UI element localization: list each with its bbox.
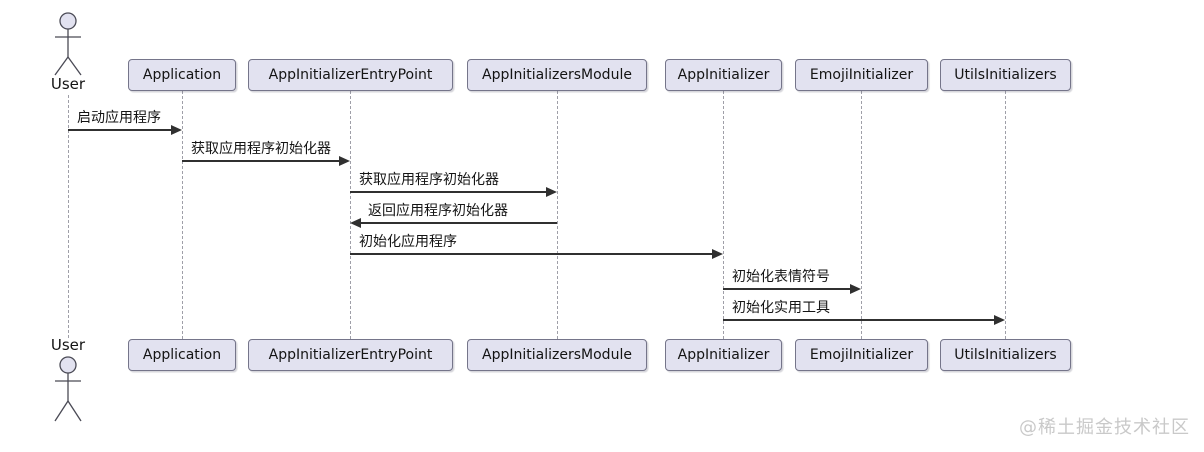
participant-box-application-top: Application — [128, 59, 236, 91]
participant-box-emojiinitializer-top: EmojiInitializer — [795, 59, 928, 91]
message-label-5: 初始化表情符号 — [732, 269, 830, 285]
lifeline-emojiinitializer — [861, 91, 862, 339]
participant-box-utilsinitializers-top: UtilsInitializers — [940, 59, 1071, 91]
participant-box-appinitializerentrypoint-top: AppInitializerEntryPoint — [248, 59, 453, 91]
participant-box-appinitializersmodule-bottom: AppInitializersModule — [467, 339, 647, 371]
message-arrowhead-6 — [994, 315, 1005, 325]
message-line-4 — [350, 253, 714, 255]
actor-stick-figure-top — [54, 12, 82, 76]
lifeline-user — [68, 95, 69, 338]
message-label-3: 返回应用程序初始化器 — [368, 203, 508, 219]
lifeline-appinitializer — [723, 91, 724, 339]
message-line-6 — [723, 319, 996, 321]
message-arrowhead-4 — [712, 249, 723, 259]
message-arrowhead-3 — [350, 218, 361, 228]
message-label-1: 获取应用程序初始化器 — [191, 141, 331, 157]
message-line-5 — [723, 288, 852, 290]
lifeline-application — [182, 91, 183, 339]
participant-box-appinitializer-bottom: AppInitializer — [665, 339, 782, 371]
participant-box-appinitializer-top: AppInitializer — [665, 59, 782, 91]
message-line-0 — [68, 129, 173, 131]
lifeline-utilsinitializers — [1005, 91, 1006, 339]
message-arrowhead-1 — [339, 156, 350, 166]
watermark: @稀土掘金技术社区 — [1019, 417, 1190, 438]
participant-box-appinitializersmodule-top: AppInitializersModule — [467, 59, 647, 91]
participant-box-emojiinitializer-bottom: EmojiInitializer — [795, 339, 928, 371]
message-line-3 — [359, 222, 557, 224]
participant-box-application-bottom: Application — [128, 339, 236, 371]
actor-stick-figure-bottom — [54, 356, 82, 422]
participant-box-utilsinitializers-bottom: UtilsInitializers — [940, 339, 1071, 371]
message-arrowhead-0 — [171, 125, 182, 135]
participant-box-appinitializerentrypoint-bottom: AppInitializerEntryPoint — [248, 339, 453, 371]
message-label-0: 启动应用程序 — [77, 110, 161, 126]
message-arrowhead-5 — [850, 284, 861, 294]
actor-label-top: User — [50, 75, 86, 93]
message-label-4: 初始化应用程序 — [359, 234, 457, 250]
message-arrowhead-2 — [546, 187, 557, 197]
lifeline-appinitializersmodule — [557, 91, 558, 339]
message-line-1 — [182, 160, 341, 162]
actor-label-bottom: User — [50, 336, 86, 354]
message-line-2 — [350, 191, 548, 193]
lifeline-appinitializerentrypoint — [350, 91, 351, 339]
message-label-6: 初始化实用工具 — [732, 300, 830, 316]
message-label-2: 获取应用程序初始化器 — [359, 172, 499, 188]
